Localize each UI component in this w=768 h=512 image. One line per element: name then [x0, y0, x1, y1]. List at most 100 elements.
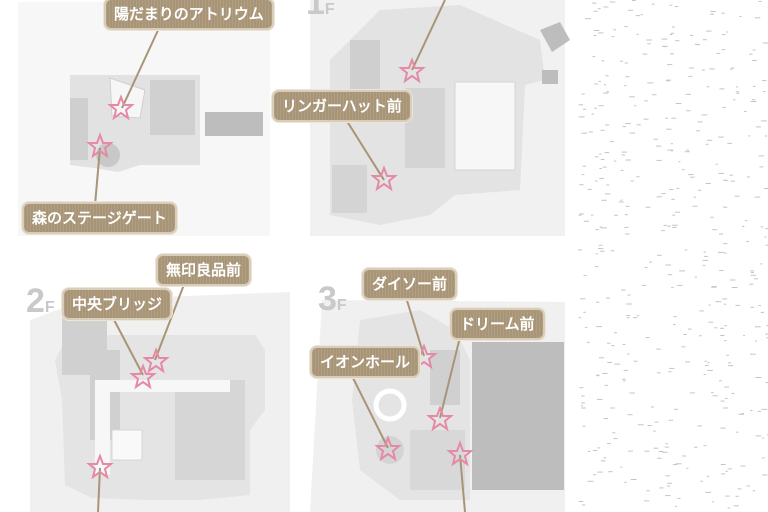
background-dot [703, 374, 706, 375]
background-dot [600, 460, 606, 462]
background-dot [724, 386, 730, 388]
background-dot [738, 413, 744, 415]
background-dot [671, 26, 675, 28]
background-dot [724, 180, 729, 182]
star-marker-forest-stage[interactable] [86, 132, 114, 159]
background-dot [694, 276, 697, 278]
background-dot [613, 214, 619, 216]
background-dot [693, 196, 697, 198]
background-dot [667, 482, 673, 484]
background-dot [689, 34, 693, 36]
background-dot [759, 166, 764, 168]
background-dot [735, 495, 739, 497]
background-dot [725, 495, 730, 497]
background-dot [598, 32, 604, 34]
background-dot [723, 206, 728, 208]
background-dot [603, 6, 609, 8]
background-dot [686, 110, 691, 112]
background-dot [696, 130, 701, 132]
background-dot [627, 294, 631, 296]
background-dot [578, 104, 584, 106]
background-dot [599, 226, 602, 228]
background-dot [588, 131, 593, 133]
background-dot [707, 362, 710, 364]
background-dot [665, 80, 670, 82]
background-dot [734, 195, 740, 197]
background-dot [729, 174, 733, 176]
background-dot [625, 76, 630, 78]
background-dot [651, 3, 655, 5]
background-dot [754, 326, 761, 328]
background-dot [765, 244, 768, 246]
background-dot [661, 193, 666, 195]
background-dot [579, 184, 584, 186]
star-marker-2f-lower[interactable] [86, 453, 114, 480]
background-dot [602, 166, 607, 168]
background-dot [598, 357, 605, 359]
background-dot [645, 206, 651, 208]
background-dot [762, 42, 768, 44]
background-dot [636, 33, 639, 35]
callout-aeon-hall[interactable]: イオンホール [310, 346, 421, 378]
background-dot [752, 60, 757, 61]
background-dot [755, 340, 758, 342]
background-dot [578, 501, 584, 502]
background-dot [681, 346, 686, 348]
background-dot [672, 464, 678, 466]
star-marker-aeon-hall[interactable] [374, 435, 402, 462]
background-dot [600, 227, 607, 229]
star-marker-ringer-hut-upper[interactable] [398, 57, 426, 84]
background-dot [727, 142, 732, 144]
star-marker-atrium[interactable] [107, 94, 135, 121]
background-dot [613, 29, 616, 31]
background-dot [663, 224, 667, 226]
star-marker-muji[interactable] [142, 347, 170, 374]
background-dot [605, 124, 610, 126]
background-dot [742, 225, 745, 227]
background-dot [579, 387, 584, 389]
callout-dream[interactable]: ドリーム前 [450, 308, 545, 340]
background-dot [721, 34, 726, 36]
background-dot [665, 495, 671, 497]
callout-atrium[interactable]: 陽だまりのアトリウム [104, 0, 274, 30]
background-dot [722, 298, 728, 300]
background-dot [686, 149, 689, 151]
background-dot [715, 301, 722, 303]
background-dot [667, 485, 671, 487]
background-dot [581, 174, 585, 176]
background-dot [672, 226, 677, 228]
background-dot [653, 430, 656, 432]
background-dot [718, 136, 724, 138]
background-dot [724, 325, 728, 327]
background-dot [667, 149, 674, 151]
background-dot [674, 211, 681, 213]
background-dot [625, 205, 630, 207]
star-marker-3f-lower[interactable] [446, 440, 474, 467]
callout-muji[interactable]: 無印良品前 [156, 254, 252, 286]
background-dot [757, 410, 762, 412]
background-dot [697, 425, 702, 427]
callout-daiso[interactable]: ダイソー前 [362, 268, 458, 300]
background-dot [607, 443, 611, 445]
star-marker-dream[interactable] [426, 405, 454, 432]
background-dot [669, 4, 673, 6]
background-dot [627, 9, 634, 11]
background-dot [739, 16, 742, 17]
background-dot [723, 303, 727, 305]
star-marker-central-bridge[interactable] [129, 363, 157, 390]
star-marker-ringer-hut[interactable] [370, 165, 398, 192]
background-dot [584, 327, 588, 329]
background-dot [674, 505, 677, 507]
background-dot [741, 413, 744, 414]
callout-central-bridge[interactable]: 中央ブリッジ [62, 288, 173, 320]
background-dot [749, 53, 753, 55]
background-dot [760, 263, 763, 265]
background-dot [740, 465, 746, 467]
callout-forest-stage[interactable]: 森のステージゲート [22, 202, 177, 234]
background-dot [746, 485, 750, 487]
background-dot [681, 169, 685, 171]
background-dot [583, 220, 589, 222]
callout-ringer-hut[interactable]: リンガーハット前 [272, 90, 412, 122]
background-dot [624, 226, 629, 228]
